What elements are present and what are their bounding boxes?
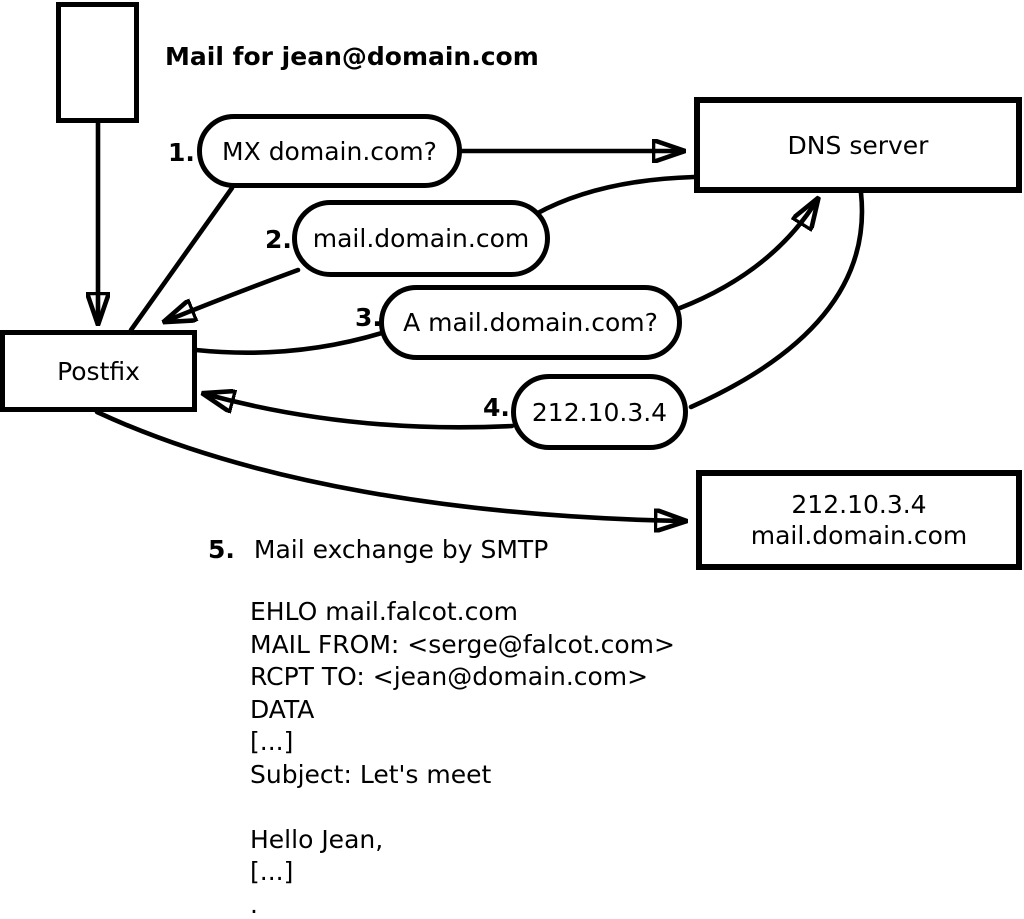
dns-server-box: DNS server — [694, 97, 1022, 193]
smtp-line-hello: Hello Jean, — [250, 824, 384, 854]
smtp-line-subject: Subject: Let's meet — [250, 759, 492, 789]
smtp-session-transcript: EHLO mail.falcot.com MAIL FROM: <serge@f… — [250, 596, 675, 919]
step-3-query-label: A mail.domain.com? — [403, 308, 658, 337]
arrow-reply4-to-postfix — [205, 394, 515, 430]
step-1-number: 1. — [168, 138, 195, 167]
line-dns-to-reply2 — [533, 174, 697, 217]
step-3-number: 3. — [355, 303, 382, 332]
step-1-query-label: MX domain.com? — [222, 136, 437, 166]
smtp-line-blank — [250, 791, 675, 824]
step-2-reply-pill: mail.domain.com — [292, 200, 550, 277]
line-postfix-to-query1 — [128, 185, 235, 333]
smtp-line-data: DATA — [250, 694, 315, 724]
mail-server-ip: 212.10.3.4 — [791, 490, 927, 519]
smtp-line-mail-from: MAIL FROM: <serge@falcot.com> — [250, 629, 675, 659]
step-2-reply-label: mail.domain.com — [312, 224, 530, 253]
step-2-number: 2. — [265, 225, 292, 254]
mail-server-hostname: mail.domain.com — [750, 521, 968, 550]
step-1-query-pill: MX domain.com? — [197, 114, 462, 188]
arrow-query3-to-dns — [677, 200, 817, 311]
smtp-line-ellipsis-1: [...] — [250, 727, 294, 756]
dns-server-label: DNS server — [787, 130, 929, 160]
mail-for-label: Mail for jean@domain.com — [165, 42, 539, 71]
postfix-box: Postfix — [0, 330, 197, 412]
arrow-reply2-to-postfix — [166, 267, 301, 321]
postfix-label: Postfix — [57, 356, 140, 386]
mail-message-box — [56, 2, 139, 123]
smtp-line-rcpt-to: RCPT TO: <jean@domain.com> — [250, 662, 649, 691]
step-5-caption: 5. Mail exchange by SMTP — [208, 537, 548, 562]
step-4-number: 4. — [483, 393, 510, 422]
mail-server-box: 212.10.3.4 mail.domain.com — [696, 470, 1022, 570]
step-4-reply-label: 212.10.3.4 — [531, 397, 668, 427]
arrow-postfix-to-mailserver — [94, 409, 684, 521]
step-5-number: 5. — [208, 535, 235, 564]
step-5-label: Mail exchange by SMTP — [253, 535, 549, 564]
line-postfix-to-query3 — [193, 330, 385, 355]
smtp-line-end-dot: . — [250, 889, 258, 919]
step-3-query-pill: A mail.domain.com? — [379, 285, 682, 360]
smtp-line-ellipsis-2: [...] — [250, 857, 294, 886]
line-dns-to-reply4 — [688, 190, 865, 410]
step-4-reply-pill: 212.10.3.4 — [511, 374, 688, 450]
smtp-line-ehlo: EHLO mail.falcot.com — [250, 597, 519, 626]
